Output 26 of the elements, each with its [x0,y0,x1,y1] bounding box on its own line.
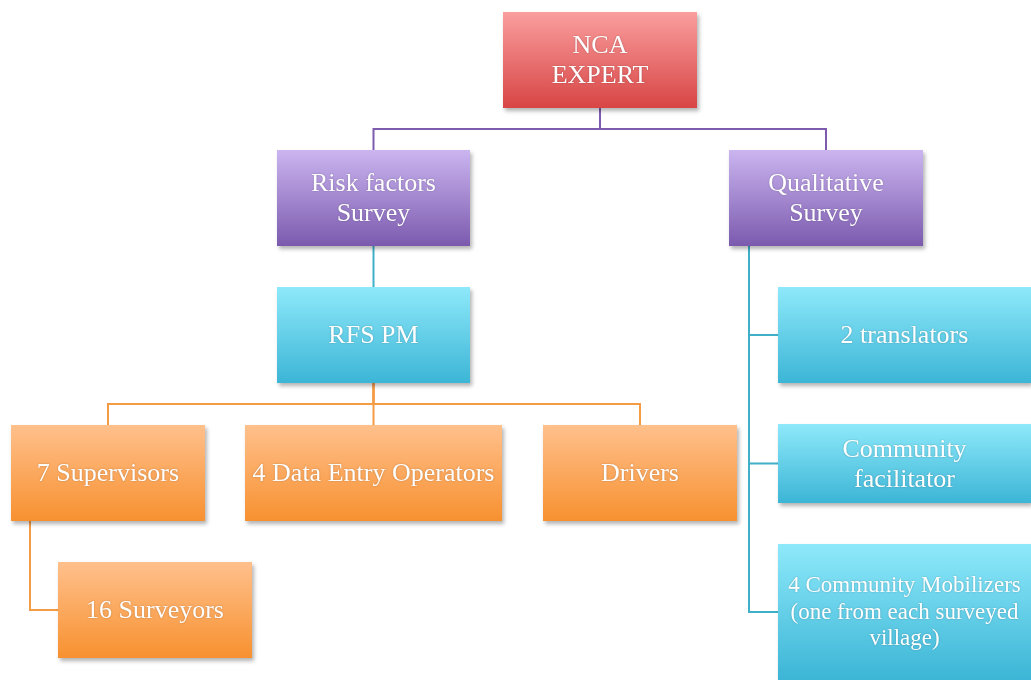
connector-line [372,245,375,288]
box-label: 2 translators [839,320,970,350]
box-label: 16 Surveyors [85,595,225,625]
manager-box [277,287,470,383]
role-box [778,287,1031,383]
box-label: Qualitative Survey [767,168,885,228]
role-box [778,424,1031,503]
box-label: NCA EXPERT [550,30,650,90]
role-box [245,425,502,521]
box-label: Risk factors Survey [310,168,437,228]
role-box [58,562,252,658]
connector-line [372,382,641,426]
box-label: Drivers [600,458,680,488]
connector-line [599,107,827,151]
box-label: RFS PM [327,320,420,350]
box-label: 4 Data Entry Operators [251,458,496,488]
role-box [543,425,737,521]
survey-box [277,150,470,246]
box-label: Community facilitator [841,433,968,494]
role-box [11,425,205,521]
box-label: 4 Community Mobilizers (one from each surveyed village) [787,572,1022,652]
connector-line [29,520,59,611]
box-label: 7 Supervisors [35,458,181,488]
title-box [503,12,697,108]
role-box [778,544,1031,680]
survey-box [729,150,923,246]
